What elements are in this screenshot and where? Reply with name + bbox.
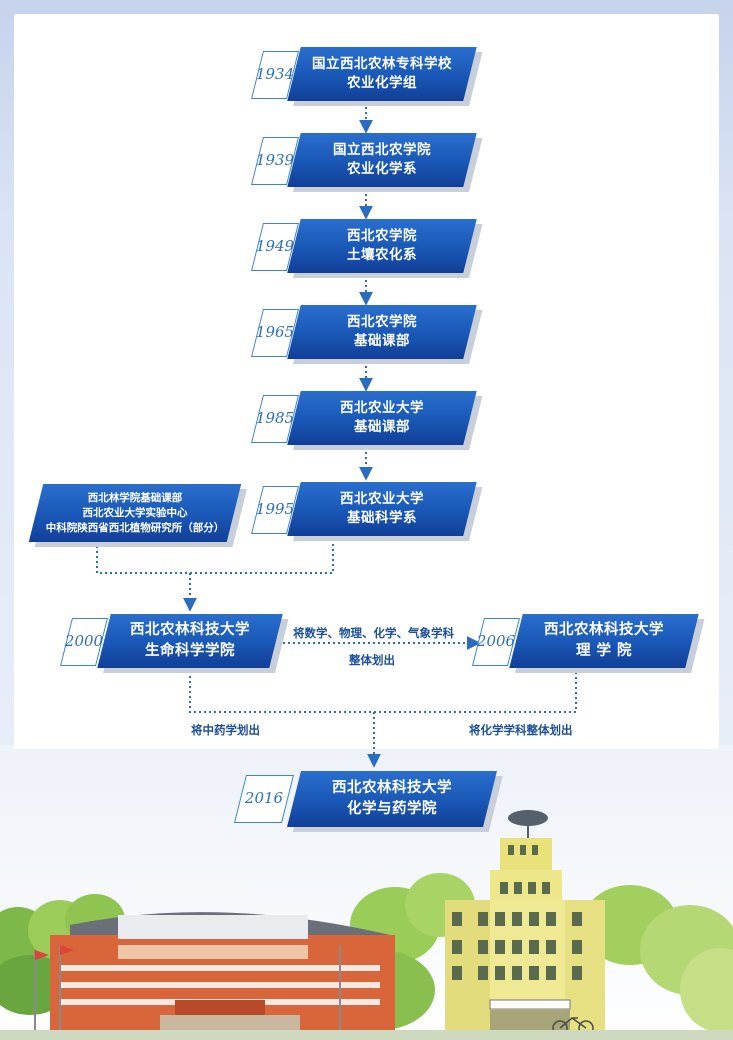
node-1995: 1995 西北农业大学 基础科学系 (0, 482, 733, 536)
node-2016: 2016 西北农林科技大学 化学与药学院 (0, 771, 733, 827)
source-line3: 中科院陕西省西北植物研究所（部分） (45, 521, 225, 534)
node-line1: 西北农业大学 (340, 400, 424, 416)
node-1949: 1949 西北农学院 土壤农化系 (0, 219, 733, 273)
node-line1: 西北农林科技大学 (332, 780, 452, 796)
flag-poles (34, 945, 341, 1030)
node-merged-sources: 西北林学院基础课部 西北农业大学实验中心 中科院陕西省西北植物研究所（部分） (0, 484, 733, 542)
node-line1: 国立西北农林专科学校 (312, 56, 452, 72)
year-label: 2016 (244, 789, 284, 807)
node-line1: 国立西北农学院 (333, 142, 431, 158)
year-label: 1965 (255, 323, 295, 341)
node-line2: 理 学 院 (575, 643, 633, 659)
node-line2: 农业化学组 (347, 75, 417, 91)
tower-building (445, 810, 605, 1030)
node-2000: 2000 西北农林科技大学 生命科学学院 (0, 614, 733, 668)
year-label: 1934 (255, 65, 295, 83)
year-label: 1939 (255, 151, 295, 169)
library-building (50, 912, 395, 1030)
label-transfer-bottom: 整体划出 (349, 653, 395, 667)
source-line2: 西北农业大学实验中心 (82, 506, 188, 519)
node-2006: 2006 西北农林科技大学 理 学 院 (0, 614, 733, 668)
node-1939: 1939 国立西北农学院 农业化学系 (0, 133, 733, 187)
node-line2: 基础科学系 (347, 510, 417, 526)
label-right-split: 将化学学科整体划出 (469, 723, 573, 737)
node-1965: 1965 西北农学院 基础课部 (0, 305, 733, 359)
node-line1: 西北农学院 (347, 228, 417, 244)
year-label: 1985 (255, 409, 295, 427)
node-line2: 基础课部 (354, 419, 410, 435)
node-line1: 西北农学院 (347, 314, 417, 330)
year-label: 2006 (476, 632, 516, 650)
node-line2: 土壤农化系 (347, 247, 417, 263)
source-line1: 西北林学院基础课部 (87, 491, 183, 504)
label-left-split: 将中药学划出 (191, 723, 260, 737)
node-line1: 西北农林科技大学 (544, 622, 664, 638)
node-1934: 1934 国立西北农林专科学校 农业化学组 (0, 47, 733, 101)
node-line2: 化学与药学院 (347, 801, 437, 817)
label-transfer-top: 将数学、物理、化学、气象学科 (293, 626, 454, 640)
year-label: 1949 (255, 237, 295, 255)
node-line2: 生命科学学院 (145, 643, 235, 659)
node-line2: 农业化学系 (347, 161, 417, 177)
node-line1: 西北农业大学 (340, 491, 424, 507)
year-label: 2000 (64, 632, 104, 650)
node-line1: 西北农林科技大学 (130, 622, 250, 638)
connector-2000-2016 (189, 669, 577, 713)
connector-sources-2000 (96, 538, 334, 574)
year-label: 1995 (255, 500, 295, 518)
node-1985: 1985 西北农业大学 基础课部 (0, 391, 733, 445)
node-line2: 基础课部 (354, 333, 410, 349)
